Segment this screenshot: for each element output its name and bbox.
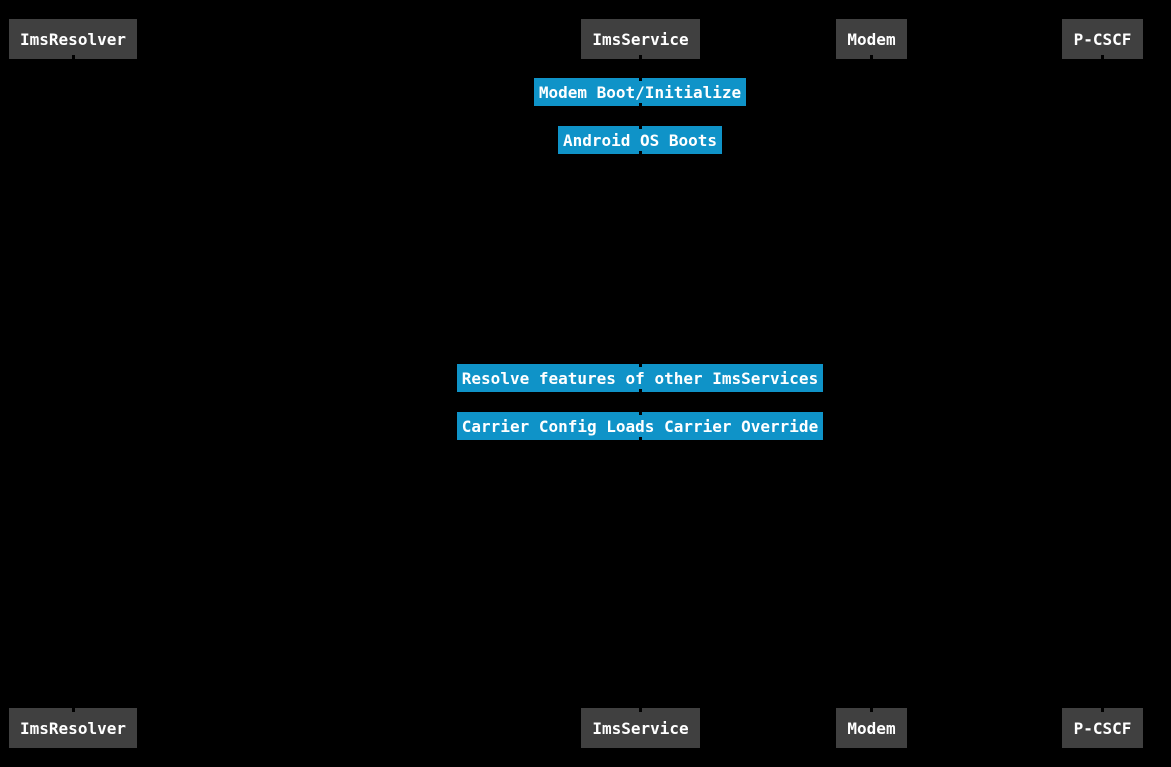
lifeline-tick xyxy=(638,76,642,81)
participant-label: ImsResolver xyxy=(20,718,126,738)
note-modem-boot-initialize: Modem Boot/Initialize xyxy=(534,76,746,108)
lifeline-tick xyxy=(71,707,75,712)
lifeline-tick xyxy=(638,362,642,367)
note-carrier-config-override: Carrier Config Loads Carrier Override xyxy=(457,410,823,442)
participant-modem-bottom: Modem xyxy=(836,707,907,748)
lifeline-tick xyxy=(870,707,873,712)
participant-label: ImsService xyxy=(592,29,689,49)
note-resolve-features: Resolve features of other ImsServices xyxy=(457,362,823,394)
lifeline-tick xyxy=(638,437,642,442)
participant-pcscf-top: P-CSCF xyxy=(1062,19,1143,60)
participant-label: ImsService xyxy=(592,718,689,738)
participant-label: Modem xyxy=(847,718,896,738)
lifeline-tick xyxy=(638,124,642,129)
lifeline-tick xyxy=(639,707,642,712)
lifeline-tick xyxy=(638,389,642,394)
participant-modem-top: Modem xyxy=(836,19,907,60)
participant-imsservice-bottom: ImsService xyxy=(581,707,700,748)
note-android-os-boots: Android OS Boots xyxy=(558,124,722,156)
participant-pcscf-bottom: P-CSCF xyxy=(1062,707,1143,748)
lifeline-tick xyxy=(639,55,642,60)
lifeline-tick xyxy=(638,410,642,415)
lifeline-tick xyxy=(1101,55,1104,60)
lifeline-tick xyxy=(870,55,873,60)
note-label: Carrier Config Loads Carrier Override xyxy=(461,416,819,436)
lifeline-tick xyxy=(638,151,642,156)
note-label: Modem Boot/Initialize xyxy=(538,82,742,102)
lifeline-tick xyxy=(1101,707,1104,712)
lifeline-tick xyxy=(638,103,642,108)
participant-imsresolver-top: ImsResolver xyxy=(9,19,137,60)
note-label: Android OS Boots xyxy=(562,130,718,150)
note-label: Resolve features of other ImsServices xyxy=(461,368,819,388)
participant-label: ImsResolver xyxy=(20,29,126,49)
participant-label: P-CSCF xyxy=(1073,29,1132,49)
participant-label: Modem xyxy=(847,29,896,49)
lifeline-tick xyxy=(71,55,75,60)
participant-imsservice-top: ImsService xyxy=(581,19,700,60)
participant-label: P-CSCF xyxy=(1073,718,1132,738)
participant-imsresolver-bottom: ImsResolver xyxy=(9,707,137,748)
